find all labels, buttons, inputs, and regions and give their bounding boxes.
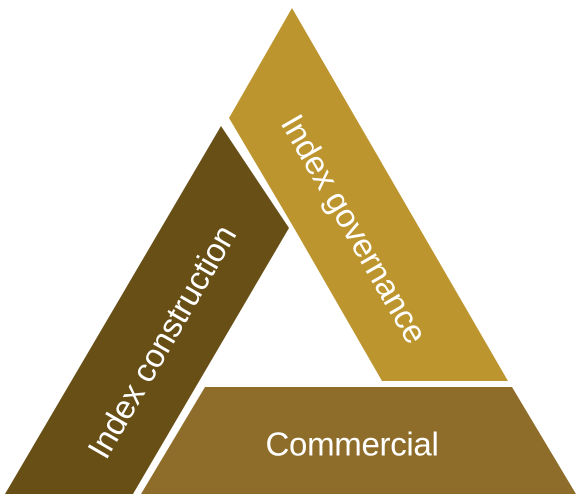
segment-commercial-shape xyxy=(141,387,576,494)
segment-index-construction-shape xyxy=(5,126,289,494)
segment-index-governance: Index governance xyxy=(229,8,508,381)
segment-commercial: Commercial xyxy=(141,387,576,494)
segment-index-governance-shape xyxy=(229,8,508,381)
segment-commercial-label: Commercial xyxy=(265,426,438,463)
